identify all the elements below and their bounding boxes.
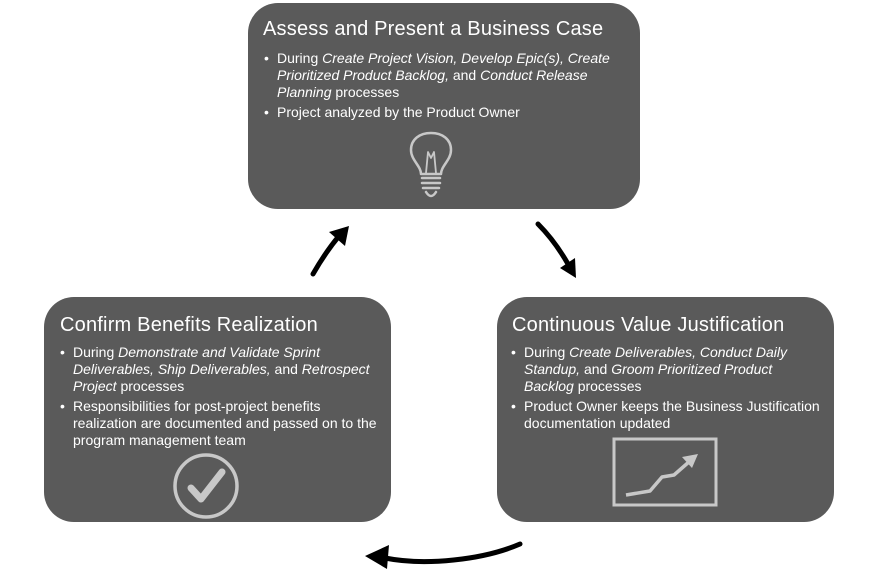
process-name-text: Conduct Release Planning [277, 67, 588, 100]
bullet-text: During [73, 344, 119, 360]
continuous-bullet-list: During Create Deliverables, Conduct Dail… [511, 344, 823, 435]
process-name-text: Create Project Vision, Develop Epic(s), … [277, 50, 610, 83]
confirm-bullet-list: During Demonstrate and Validate Sprint D… [60, 344, 382, 452]
light-bulb-icon [409, 131, 453, 198]
bullet-text: and [448, 67, 481, 83]
bullet-text: and [270, 361, 302, 377]
process-name-text: Demonstrate and Validate Sprint Delivera… [73, 344, 320, 377]
arrow-left-to-top [310, 226, 349, 277]
continuous-value-justification-title: Continuous Value Justification [512, 314, 785, 336]
checkmark-icon [173, 453, 239, 519]
assess-business-case-box: Assess and Present a Business Case Durin… [248, 3, 640, 209]
process-name-text: Create Deliverables, Conduct Daily Stand… [524, 344, 788, 377]
assess-bullet-analyzed: Project analyzed by the Product Owner [264, 104, 634, 121]
confirm-benefits-realization-box: Confirm Benefits Realization During Demo… [44, 297, 391, 522]
arrow-right-to-left [365, 541, 523, 569]
trend-chart-icon [612, 437, 718, 507]
assess-business-case-title: Assess and Present a Business Case [263, 18, 604, 40]
bullet-text: During [524, 344, 570, 360]
process-name-text: Groom Prioritized Product Backlog [524, 361, 773, 394]
bullet-text: During [277, 50, 323, 66]
arrow-top-to-right [535, 221, 576, 278]
bullet-text: processes [573, 378, 642, 394]
continuous-bullet-processes: During Create Deliverables, Conduct Dail… [511, 344, 823, 395]
assess-bullet-processes: During Create Project Vision, Develop Ep… [264, 50, 634, 101]
bullet-text: processes [116, 378, 185, 394]
bullet-text: processes [331, 84, 400, 100]
confirm-benefits-realization-title: Confirm Benefits Realization [60, 314, 318, 336]
bullet-text: and [580, 361, 612, 377]
confirm-bullet-responsibilities: Responsibilities for post-project benefi… [60, 398, 382, 449]
assess-bullet-list: During Create Project Vision, Develop Ep… [264, 50, 634, 124]
confirm-bullet-processes: During Demonstrate and Validate Sprint D… [60, 344, 382, 395]
continuous-bullet-updated: Product Owner keeps the Business Justifi… [511, 398, 823, 432]
process-name-text: Retrospect Project [73, 361, 370, 394]
continuous-value-justification-box: Continuous Value Justification During Cr… [497, 297, 834, 522]
